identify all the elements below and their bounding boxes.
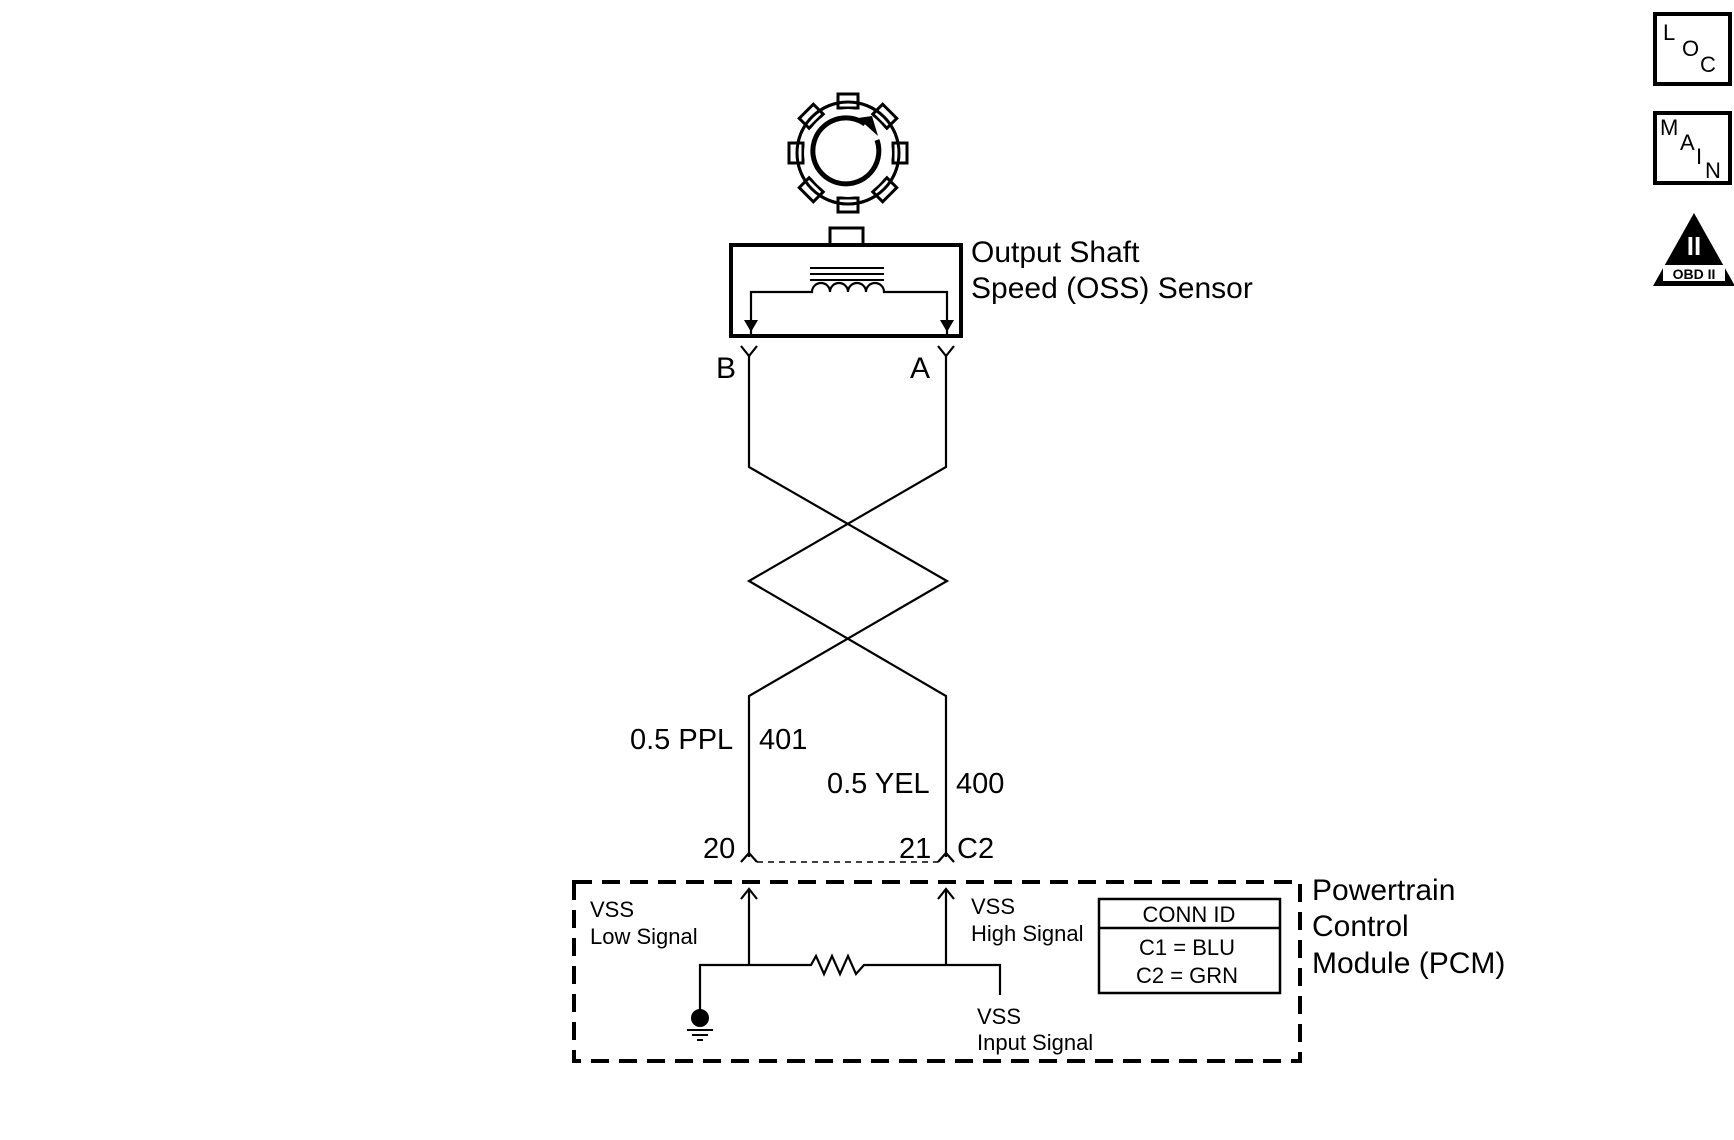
vss-input-line2: Input Signal	[977, 1030, 1093, 1055]
loc-letter-c: C	[1700, 52, 1716, 77]
main-letter-n: N	[1705, 158, 1721, 183]
vss-low-line1: VSS	[590, 897, 634, 922]
loc-letter-l: L	[1663, 20, 1675, 45]
pcm-pin-20: 20	[703, 833, 735, 865]
sensor-name-line1: Output Shaft	[971, 236, 1140, 269]
oss-sensor	[729, 226, 963, 338]
obd-numeral: II	[1687, 231, 1701, 261]
vss-input-line1: VSS	[977, 1004, 1021, 1029]
reluctor-wheel-icon	[787, 92, 909, 214]
pcm-internal-circuit	[687, 887, 1002, 1041]
pcm-pin-21: 21	[899, 833, 931, 865]
location-icon[interactable]: L O C	[1653, 12, 1732, 86]
pcm-connector	[740, 851, 955, 863]
pcm-connector-c2: C2	[957, 833, 994, 865]
left-wire-circuit: 401	[759, 724, 807, 756]
vss-high-line2: High Signal	[971, 921, 1084, 946]
pcm-module-boundary	[572, 880, 1302, 1063]
conn-id-table	[1097, 897, 1282, 995]
main-letter-i: I	[1696, 144, 1702, 169]
pcm-name-line1: Powertrain	[1312, 874, 1455, 907]
main-letter-a: A	[1680, 130, 1695, 155]
left-wire-color: 0.5 PPL	[630, 724, 733, 756]
obd-ii-icon[interactable]: II OBD II	[1653, 213, 1734, 286]
loc-letter-o: O	[1682, 36, 1699, 61]
vss-low-line2: Low Signal	[590, 924, 698, 949]
main-letter-m: M	[1660, 115, 1678, 140]
sensor-pin-a: A	[910, 352, 930, 385]
vss-high-line1: VSS	[971, 894, 1015, 919]
right-wire-circuit: 400	[956, 768, 1004, 800]
right-wire-color: 0.5 YEL	[827, 768, 930, 800]
conn-id-row1: C1 = BLU	[1139, 935, 1235, 960]
conn-id-row2: C2 = GRN	[1136, 963, 1238, 988]
pcm-name-line2: Control	[1312, 910, 1409, 943]
obd-label: OBD II	[1673, 266, 1716, 282]
main-icon[interactable]: M A I N	[1653, 111, 1732, 185]
twisted-pair-wires	[746, 356, 950, 857]
pcm-name-line3: Module (PCM)	[1312, 947, 1505, 980]
sensor-pin-b: B	[716, 352, 736, 385]
sensor-name-line2: Speed (OSS) Sensor	[971, 272, 1253, 305]
conn-id-header: CONN ID	[1143, 902, 1236, 927]
